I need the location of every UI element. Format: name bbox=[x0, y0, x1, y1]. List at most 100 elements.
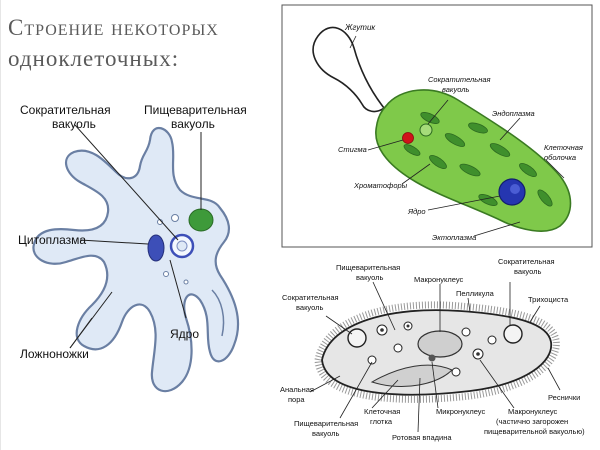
food-vacuole bbox=[393, 343, 403, 353]
euglena-pointer bbox=[401, 163, 431, 185]
paramecium-label-pellicle: Пелликула bbox=[456, 289, 495, 298]
paramecium-label-macronucleus: Макронуклеус bbox=[414, 275, 464, 284]
paramecium-label-contractile-vacuole-left: вакуоль bbox=[296, 303, 323, 312]
paramecium-label-digestive-vacuole-bottom: вакуоль bbox=[312, 429, 339, 438]
paramecium-label-contractile-vacuole-left: Сократительная bbox=[282, 293, 339, 302]
paramecium-pointer bbox=[417, 377, 421, 433]
euglena-label-nucleus: Ядро bbox=[407, 207, 426, 216]
chromatophore bbox=[403, 144, 421, 156]
paramecium-label-cilia: Реснички bbox=[548, 393, 580, 402]
paramecium-diagram: Пищеварительная вакуоль Макронуклеус Сок… bbox=[280, 257, 585, 442]
paramecium-contractile-vacuole bbox=[347, 328, 367, 348]
paramecium-label-digestive-vacuole: вакуоль bbox=[356, 273, 383, 282]
euglena-label-cell-membrane: оболочка bbox=[544, 153, 576, 162]
amoeba-label-cytoplasm: Цитоплазма bbox=[18, 233, 86, 247]
amoeba-pointer bbox=[74, 124, 179, 241]
euglena-label-flagellum: Жгутик bbox=[344, 23, 376, 32]
paramecium-pointer bbox=[371, 379, 399, 409]
amoeba-label-nucleus: Ядро bbox=[170, 327, 199, 341]
food-vacuole bbox=[367, 355, 377, 365]
food-vacuole bbox=[451, 367, 461, 377]
chromatophore bbox=[537, 189, 553, 207]
euglena-label-ectoplasm: Эктоплазма bbox=[432, 233, 476, 242]
amoeba-pointer bbox=[79, 239, 149, 245]
euglena-label-endoplasm: Эндоплазма bbox=[492, 109, 535, 118]
euglena-flagellum bbox=[312, 26, 385, 113]
paramecium-vacuole-cores bbox=[380, 324, 480, 356]
paramecium-label-anal-pore: Анальная bbox=[280, 385, 314, 394]
food-vacuole-core bbox=[380, 328, 384, 332]
euglena-pointer bbox=[499, 117, 521, 141]
food-vacuole-core bbox=[406, 324, 410, 328]
amoeba-contractile-vacuole-core bbox=[176, 240, 188, 252]
slide-title: Строение некоторых одноклеточных: bbox=[8, 12, 219, 74]
euglena-contractile-vacuole bbox=[419, 123, 433, 137]
paramecium-macronucleus bbox=[417, 330, 463, 358]
amoeba-digestive-vacuole bbox=[188, 208, 214, 232]
amoeba-nucleus bbox=[147, 234, 165, 262]
chromatophore bbox=[489, 143, 511, 157]
paramecium-pointer bbox=[309, 375, 341, 393]
euglena-nucleolus bbox=[510, 184, 520, 194]
euglena-label-chromatophores: Хроматофоры bbox=[353, 181, 408, 190]
amoeba-small-vacuole bbox=[171, 214, 179, 222]
paramecium-micronucleus bbox=[428, 354, 436, 362]
paramecium-label-cell-pharynx: глотка bbox=[370, 417, 393, 426]
amoeba-pointer bbox=[169, 259, 187, 319]
paramecium-label-cell-pharynx: Клеточная bbox=[364, 407, 400, 416]
euglena-diagram: Жгутик Сократительная вакуоль Эндоплазма… bbox=[281, 4, 593, 248]
paramecium-label-micronucleus: Микронуклеус bbox=[436, 407, 485, 416]
paramecium-pointer bbox=[372, 281, 396, 331]
chromatophore bbox=[429, 154, 447, 170]
amoeba-body bbox=[32, 127, 240, 393]
paramecium-label-contractile-vacuole-right: Сократительная bbox=[498, 257, 555, 266]
paramecium-label-macronucleus-bottom: Макронуклеус bbox=[508, 407, 558, 416]
food-vacuole-core bbox=[476, 352, 480, 356]
paramecium-pointer bbox=[325, 315, 353, 335]
euglena-stigma bbox=[402, 132, 414, 144]
paramecium-label-contractile-vacuole-right: вакуоль bbox=[514, 267, 541, 276]
amoeba-label-contractile-vacuole: Сократительная bbox=[20, 103, 111, 117]
paramecium-label-oral-groove: Ротовая впадина bbox=[392, 433, 452, 442]
chromatophore bbox=[519, 162, 537, 178]
amoeba-label-digestive-vacuole: вакуоль bbox=[171, 117, 215, 131]
paramecium-pointer bbox=[547, 367, 561, 391]
amoeba-label-contractile-vacuole: вакуоль bbox=[52, 117, 96, 131]
euglena-label-contractile-vacuole: Сократительная bbox=[428, 75, 491, 84]
euglena-pointer bbox=[427, 99, 449, 125]
chromatophore bbox=[459, 163, 481, 177]
chromatophore bbox=[444, 133, 466, 147]
amoeba-small-vacuole bbox=[183, 279, 189, 285]
paramecium-contractile-vacuole bbox=[503, 324, 523, 344]
euglena-pointer bbox=[367, 139, 404, 151]
euglena-chromatophores bbox=[403, 112, 553, 207]
euglena-label-stigma: Стигма bbox=[338, 145, 367, 154]
euglena-pointer bbox=[349, 35, 357, 49]
euglena-pointer bbox=[545, 159, 565, 179]
paramecium-label-digestive-vacuole-bottom: Пищеварительная bbox=[294, 419, 358, 428]
chromatophore bbox=[420, 112, 440, 124]
paramecium-pointer bbox=[479, 359, 515, 409]
paramecium-label-macronucleus-bottom: пищеварительной вакуолью) bbox=[484, 427, 585, 436]
chromatophore bbox=[468, 122, 488, 134]
euglena-label-cell-membrane: Клеточная bbox=[544, 143, 583, 152]
title-line-2: одноклеточных: bbox=[8, 46, 180, 71]
food-vacuole bbox=[487, 335, 497, 345]
paramecium-pointer bbox=[431, 361, 439, 409]
amoeba-label-digestive-vacuole: Пищеварительная bbox=[144, 103, 247, 117]
amoeba-label-pseudopodia: Ложноножки bbox=[20, 347, 89, 361]
paramecium-pointer bbox=[339, 361, 373, 419]
euglena-pointer bbox=[473, 221, 521, 237]
title-line-1: Строение некоторых bbox=[8, 15, 219, 40]
paramecium-cilia bbox=[314, 301, 560, 403]
amoeba-pointer bbox=[69, 291, 113, 349]
euglena-label-contractile-vacuole: вакуоль bbox=[442, 85, 469, 94]
amoeba-pseudopod-line bbox=[211, 289, 225, 337]
paramecium-label-trichocyst: Трихоциста bbox=[528, 295, 569, 304]
paramecium-pointer bbox=[529, 305, 541, 323]
chromatophore bbox=[478, 194, 498, 206]
amoeba-small-vacuole bbox=[163, 271, 169, 277]
food-vacuole bbox=[461, 327, 471, 337]
